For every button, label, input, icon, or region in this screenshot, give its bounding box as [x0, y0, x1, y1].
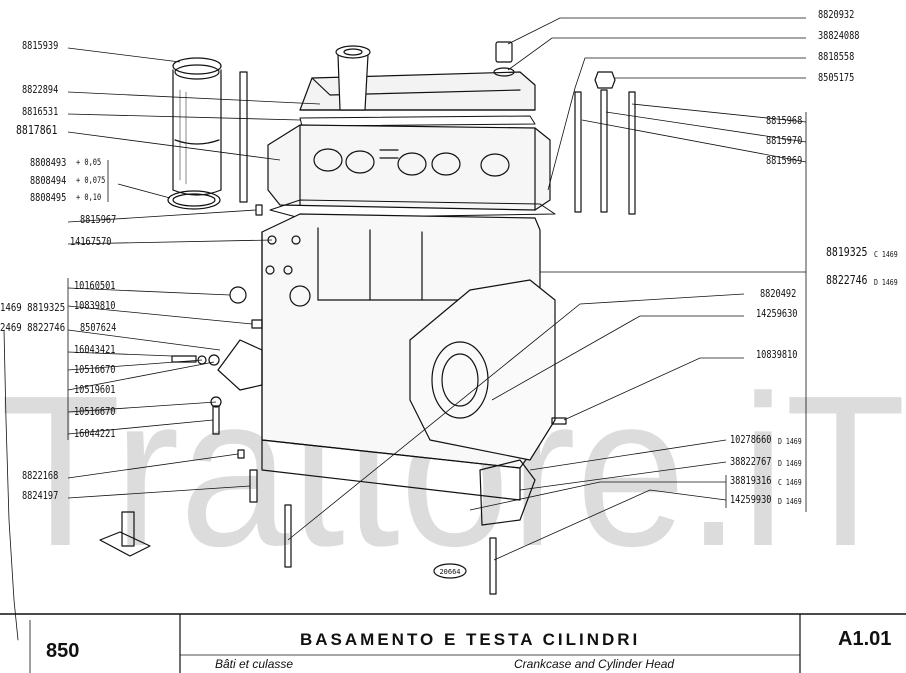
part-label: 8819325 [826, 245, 868, 259]
variant-code: D 1469 [874, 278, 898, 287]
side-label: 2469 8822746 [0, 321, 66, 334]
part-label: 14167570 [70, 236, 112, 248]
part-label: 16044221 [74, 428, 116, 440]
part-label: 8816531 [22, 106, 59, 118]
leader-lines [67, 17, 807, 561]
part-label: 8824197 [22, 490, 59, 502]
part-label: 8822746 [826, 273, 868, 287]
part-label: 8815939 [22, 40, 59, 52]
bolt [171, 355, 197, 363]
oil-sump-flange [261, 439, 521, 501]
cover-gasket [299, 115, 536, 127]
part-label: 10839810 [756, 349, 798, 361]
cap-washer [493, 67, 515, 77]
part-label: 8817861 [16, 123, 58, 137]
part-label: 10278660 [730, 434, 772, 446]
part-label: 14259930 [730, 494, 772, 506]
part-label: 8818558 [818, 51, 855, 63]
part-label: 10516670 [74, 364, 116, 376]
long-stud [239, 71, 248, 203]
side-label: 1469 8819325 [0, 301, 66, 314]
pin-right [551, 417, 567, 425]
part-label: 10160501 [74, 280, 116, 292]
stamp-oval [433, 563, 467, 579]
part-label: 8808495 [30, 192, 67, 204]
part-label: 8815970 [766, 135, 803, 147]
liner-shim-inner [172, 193, 216, 207]
part-label: 8505175 [818, 72, 855, 84]
stamp-text: 20664 [439, 568, 460, 576]
part-label: 8808493 [30, 157, 67, 169]
plug [229, 286, 247, 304]
part-label: 8815968 [766, 115, 803, 127]
part-label: 8507624 [80, 322, 117, 334]
page-title: BASAMENTO E TESTA CILINDRI [300, 630, 641, 649]
long-bolt-2 [489, 537, 497, 595]
rear-bearing-cap [479, 459, 536, 526]
oversize-value: + 0,10 [76, 193, 102, 203]
part-label: 38824088 [818, 30, 860, 42]
part-label: 8815967 [80, 214, 117, 226]
head-stud-3 [628, 91, 636, 215]
main-bearing-cap [217, 339, 263, 391]
part-label: 8808494 [30, 175, 67, 187]
variant-code: D 1469 [778, 497, 802, 506]
variant-code: C 1469 [874, 250, 898, 259]
head-stud-2 [600, 89, 608, 213]
washer-2 [208, 354, 220, 366]
timing-housing [409, 279, 556, 461]
subtitle-english: Crankcase and Cylinder Head [514, 657, 675, 671]
part-label: 14259630 [756, 308, 798, 320]
part-label: 38819316 [730, 475, 772, 487]
valve-cover [299, 45, 536, 111]
variant-code: D 1469 [778, 459, 802, 468]
head-stud-1 [574, 91, 582, 213]
filler-cap [495, 41, 513, 63]
cylinder-head [267, 124, 551, 211]
liner-shim-ring [167, 190, 221, 210]
part-label: 8822168 [22, 470, 59, 482]
subtitle-french: Bâti et culasse [215, 657, 294, 671]
part-label: 8822894 [22, 84, 59, 96]
part-label: 8820492 [760, 288, 797, 300]
page-number: 850 [46, 640, 80, 662]
part-icon-2 [99, 531, 151, 557]
part-label: 38822767 [730, 456, 772, 468]
part-label: 8820932 [818, 9, 855, 21]
part-label: 10516670 [74, 406, 116, 418]
cylinder-liner [172, 57, 222, 196]
oversize-value: + 0,075 [76, 176, 106, 186]
dowel [251, 319, 263, 329]
part-label: 8815969 [766, 155, 803, 167]
part-label: 10839810 [74, 300, 116, 312]
oversize-value: + 0,05 [76, 158, 102, 168]
long-bolt-1 [284, 504, 292, 568]
part-label: 16043421 [74, 344, 116, 356]
dowel-pin [255, 204, 263, 216]
footer-frame [0, 613, 906, 673]
part-label: 10519601 [74, 384, 116, 396]
section-code: A1.01 [838, 628, 892, 650]
part-icon [121, 511, 135, 547]
variant-code: D 1469 [778, 437, 802, 446]
nut [594, 71, 616, 89]
variant-code: C 1469 [778, 478, 802, 487]
